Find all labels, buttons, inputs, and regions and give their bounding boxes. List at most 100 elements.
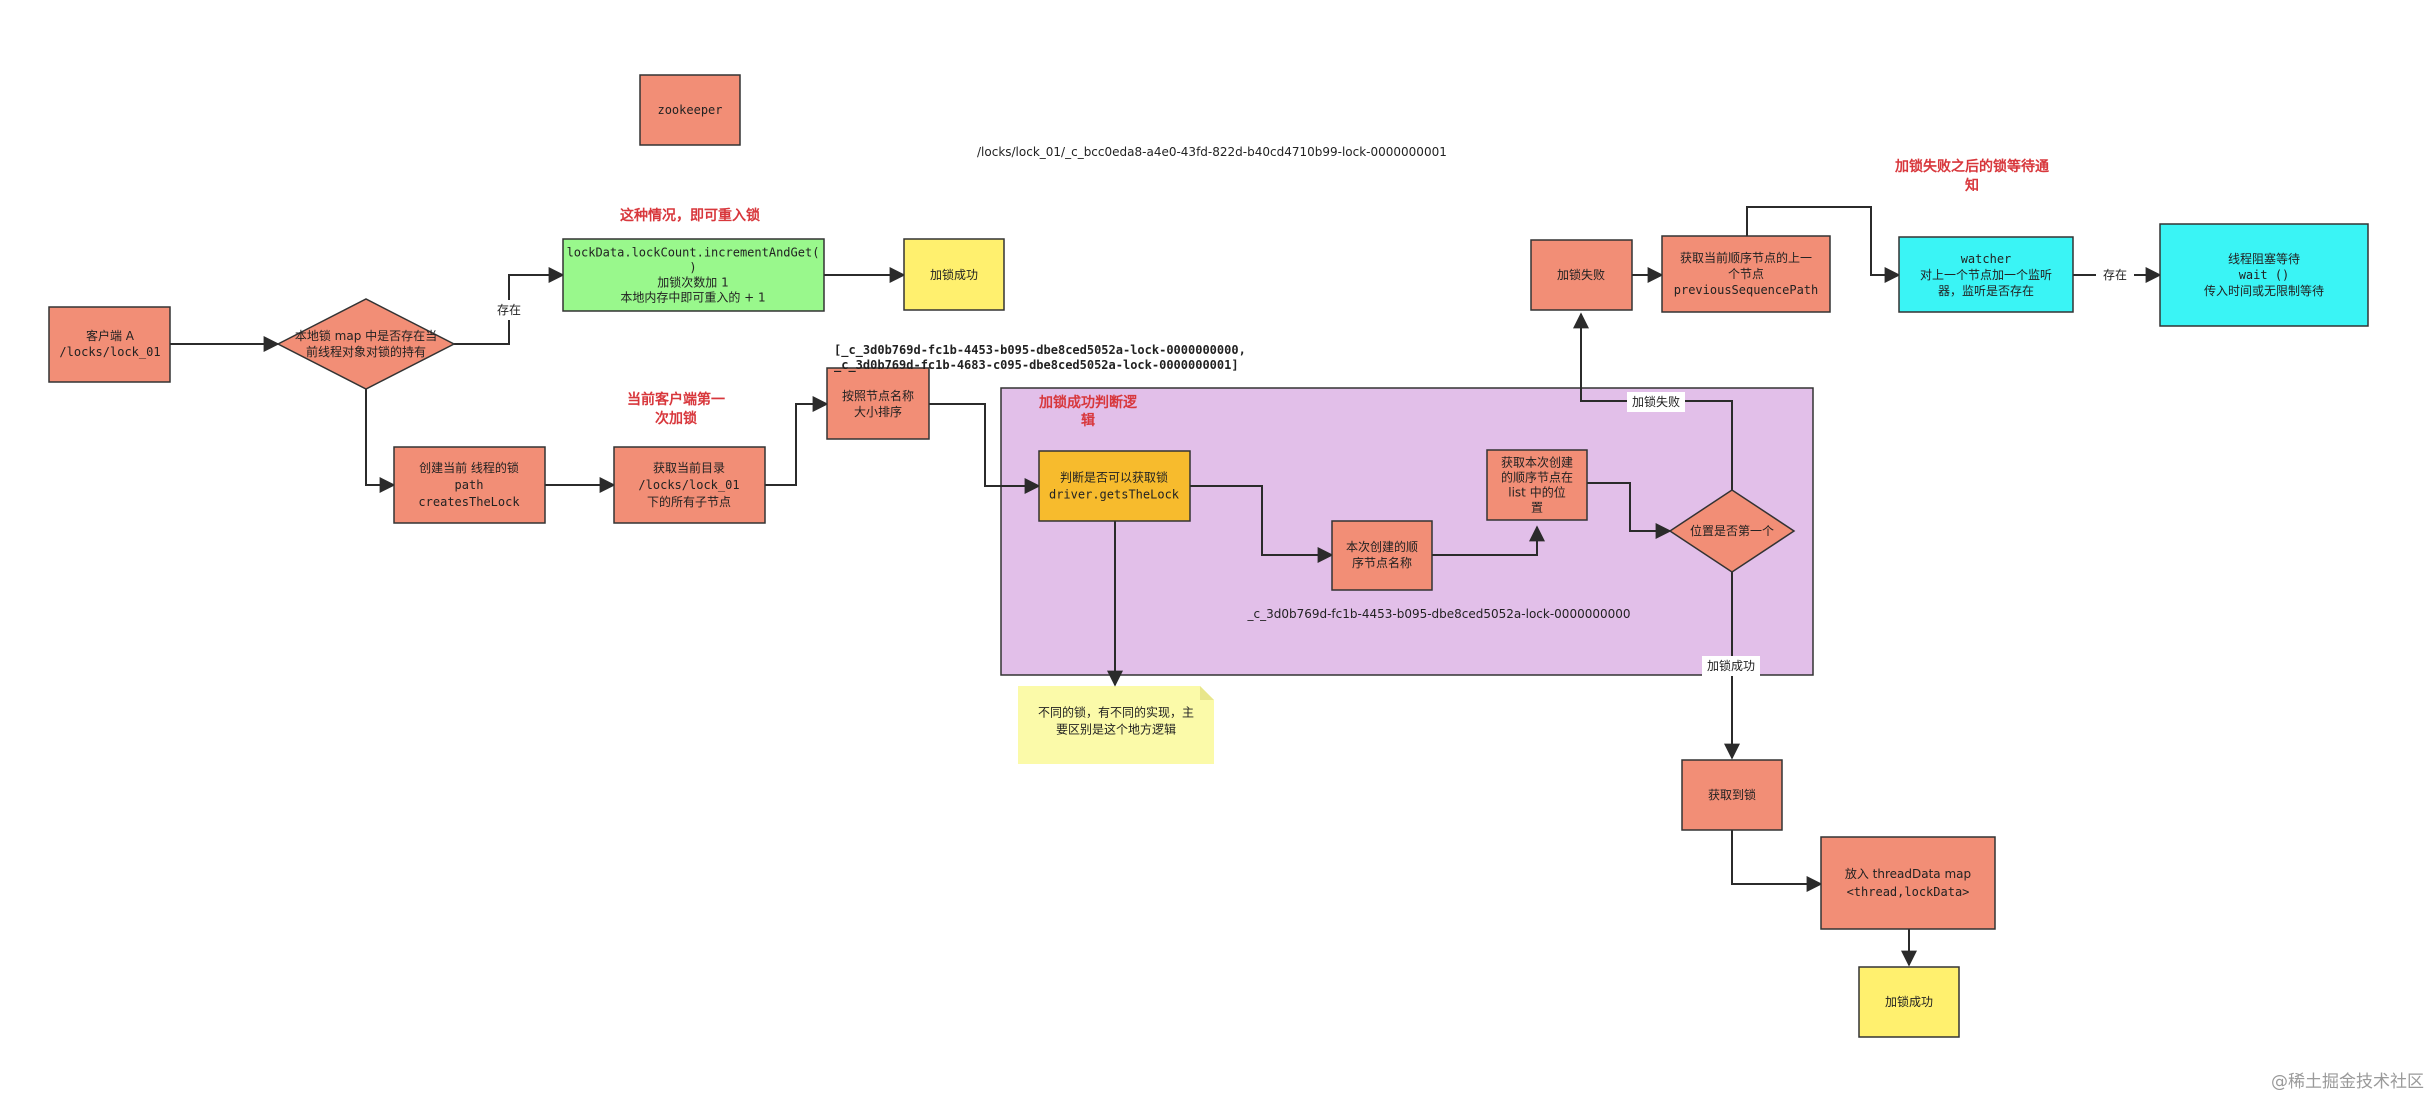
edge-label-exists-1: 存在 <box>497 303 521 317</box>
edge-label-texts: 存在 加锁失败 加锁成功 存在 <box>497 268 2127 673</box>
sticky-note <box>1018 686 1214 764</box>
got-lock-label: 获取到锁 <box>1708 787 1756 802</box>
client-label-line: /locks/lock_01 <box>59 345 160 359</box>
edge-check-to-create <box>365 389 396 493</box>
get-prev-label-line: previousSequencePath <box>1674 283 1819 297</box>
get-children-label-line: /locks/lock_01 <box>638 478 739 492</box>
watcher-label-line: 对上一个节点加一个监听 <box>1920 268 2052 282</box>
edge-gotlock-to-put <box>1731 830 1823 892</box>
edge-label-lock-success: 加锁成功 <box>1707 658 1755 673</box>
judge-group-title: 加锁成功判断逻辑 <box>1038 394 1138 429</box>
lock-fail-label-line: 加锁失败 <box>1557 267 1605 282</box>
edge-prev-to-watcher <box>1746 206 1901 283</box>
reentrant-label-line: ) <box>689 261 696 275</box>
edge-label-lock-fail: 加锁失败 <box>1632 394 1680 409</box>
watermark: @稀土掘金技术社区 <box>2271 1072 2424 1092</box>
lock-success-top-label: 加锁成功 <box>930 267 978 282</box>
edge-label-bgs <box>490 265 2134 676</box>
reentrant-title: 这种情况，即可重入锁 <box>620 207 760 224</box>
children-list-text-line: [_c_3d0b769d-fc1b-4453-b095-dbe8ced5052a… <box>834 343 1246 358</box>
first-lock-title-line: 次加锁 <box>655 410 697 427</box>
sort-nodes-label: 按照节点名称大小排序 <box>842 388 914 419</box>
create-lock-node <box>393 446 546 524</box>
judge-label-line: 判断是否可以获取锁 <box>1060 470 1168 485</box>
node-shapes <box>48 74 2369 1038</box>
this-node-name-label: 本次创建的顺序节点名称 <box>1346 539 1418 570</box>
fail-wait-title-line: 加锁失败之后的锁等待通 <box>1894 158 2049 175</box>
client-node <box>48 306 171 383</box>
sort-nodes-label-line: 大小排序 <box>854 404 902 419</box>
is-first-node <box>1668 489 1796 573</box>
lock-success-bottom-node <box>1858 966 1960 1038</box>
edge-children-to-sort <box>765 396 829 486</box>
check-map-label-line: 本地锁 map 中是否存在当 <box>295 328 437 343</box>
create-lock-label-line: path <box>455 478 484 492</box>
wait-label-line: 线程阻塞等待 <box>2228 251 2300 266</box>
is-first-label: 位置是否第一个 <box>1690 523 1774 538</box>
get-position-label-line: 获取本次创建 <box>1501 456 1573 470</box>
got-lock-node <box>1681 759 1783 831</box>
check-map-node <box>276 298 456 390</box>
sticky-note-text-line: 不同的锁，有不同的实现，主 <box>1038 705 1194 720</box>
get-position-label-line: 的顺序节点在 <box>1501 470 1573 485</box>
sticky-note-text: 不同的锁，有不同的实现，主要区别是这个地方逻辑 <box>1038 705 1194 737</box>
reentrant-label: lockData.lockCount.incrementAndGet()加锁次数… <box>567 246 820 305</box>
zookeeper-label-line: zookeeper <box>657 103 722 117</box>
put-map-label: 放入 threadData map <thread,lockData> <box>1845 866 1971 899</box>
lock-fail-label: 加锁失败 <box>1557 267 1605 282</box>
is-first-label-line: 位置是否第一个 <box>1690 523 1774 538</box>
edge-nodename-to-position <box>1432 525 1545 556</box>
create-lock-label-line: 创建当前 线程的锁 <box>419 460 519 475</box>
lock-success-bottom-label: 加锁成功 <box>1885 994 1933 1009</box>
watcher-node <box>1898 236 2074 313</box>
reentrant-node <box>562 238 825 312</box>
free-texts: /locks/lock_01/_c_bcc0eda8-a4e0-43fd-822… <box>620 145 2424 1092</box>
first-lock-title: 当前客户端第一次加锁 <box>627 391 725 427</box>
judge-node <box>1038 450 1191 522</box>
edge-sort-to-judge <box>929 403 1041 494</box>
zookeeper-node <box>639 74 741 146</box>
reentrant-label-line: 加锁次数加 1 <box>657 275 728 290</box>
judge-label-line: driver.getsTheLock <box>1049 488 1180 502</box>
children-list-text: [_c_3d0b769d-fc1b-4453-b095-dbe8ced5052a… <box>834 343 1246 373</box>
judge-group-title-line: 辑 <box>1081 412 1095 429</box>
edge-judge-to-nodename <box>1190 485 1334 563</box>
children-list-text-line: _c_3d0b769d-fc1b-4683-c095-dbe8ced5052a-… <box>834 358 1239 373</box>
put-map-label-line: 放入 threadData map <box>1845 866 1971 881</box>
client-label-line: 客户端 A <box>86 328 135 343</box>
watcher-label-line: 器，监听是否存在 <box>1938 284 2034 298</box>
sticky-note-text-line: 要区别是这个地方逻辑 <box>1056 722 1176 737</box>
got-lock-label-line: 获取到锁 <box>1708 787 1756 802</box>
node-texts: zookeeper 客户端 A/locks/lock_01 本地锁 map 中是… <box>59 103 2324 1009</box>
reentrant-label-line: lockData.lockCount.incrementAndGet( <box>567 246 820 260</box>
get-children-label-line: 获取当前目录 <box>653 460 725 475</box>
zookeeper-label: zookeeper <box>657 103 722 117</box>
this-node-name-node <box>1331 520 1433 591</box>
judge-label: 判断是否可以获取锁 driver.getsTheLock <box>1049 470 1180 502</box>
lock-fail-node <box>1530 239 1633 311</box>
this-node-name-label-line: 本次创建的顺 <box>1346 539 1418 554</box>
reentrant-label-line: 本地内存中即可重入的 + 1 <box>620 290 765 305</box>
watcher-label: watcher 对上一个节点加一个监听器，监听是否存在 <box>1920 252 2052 298</box>
this-node-name-label-line: 序节点名称 <box>1352 555 1412 570</box>
wait-node <box>2159 223 2369 327</box>
judge-group-title-line: 加锁成功判断逻 <box>1038 394 1138 411</box>
put-map-node <box>1820 836 1996 930</box>
sort-nodes-node <box>826 367 930 440</box>
fail-wait-title-line: 知 <box>1965 177 1979 194</box>
put-map-label-line: <thread,lockData> <box>1847 885 1970 899</box>
wait-label-line: 传入时间或无限制等待 <box>2204 283 2324 298</box>
get-prev-label-line: 个节点 <box>1728 267 1764 281</box>
edge-label-exists-2: 存在 <box>2103 268 2127 282</box>
lock-success-top-node <box>903 238 1005 311</box>
check-map-label-line: 前线程对象对锁的持有 <box>306 344 426 359</box>
get-position-label-line: 置 <box>1531 501 1543 515</box>
lock-success-bottom-label-line: 加锁成功 <box>1885 994 1933 1009</box>
watcher-label-line: watcher <box>1961 252 2012 266</box>
edge-position-to-first <box>1587 482 1672 539</box>
get-children-label-line: 下的所有子节点 <box>647 494 731 509</box>
